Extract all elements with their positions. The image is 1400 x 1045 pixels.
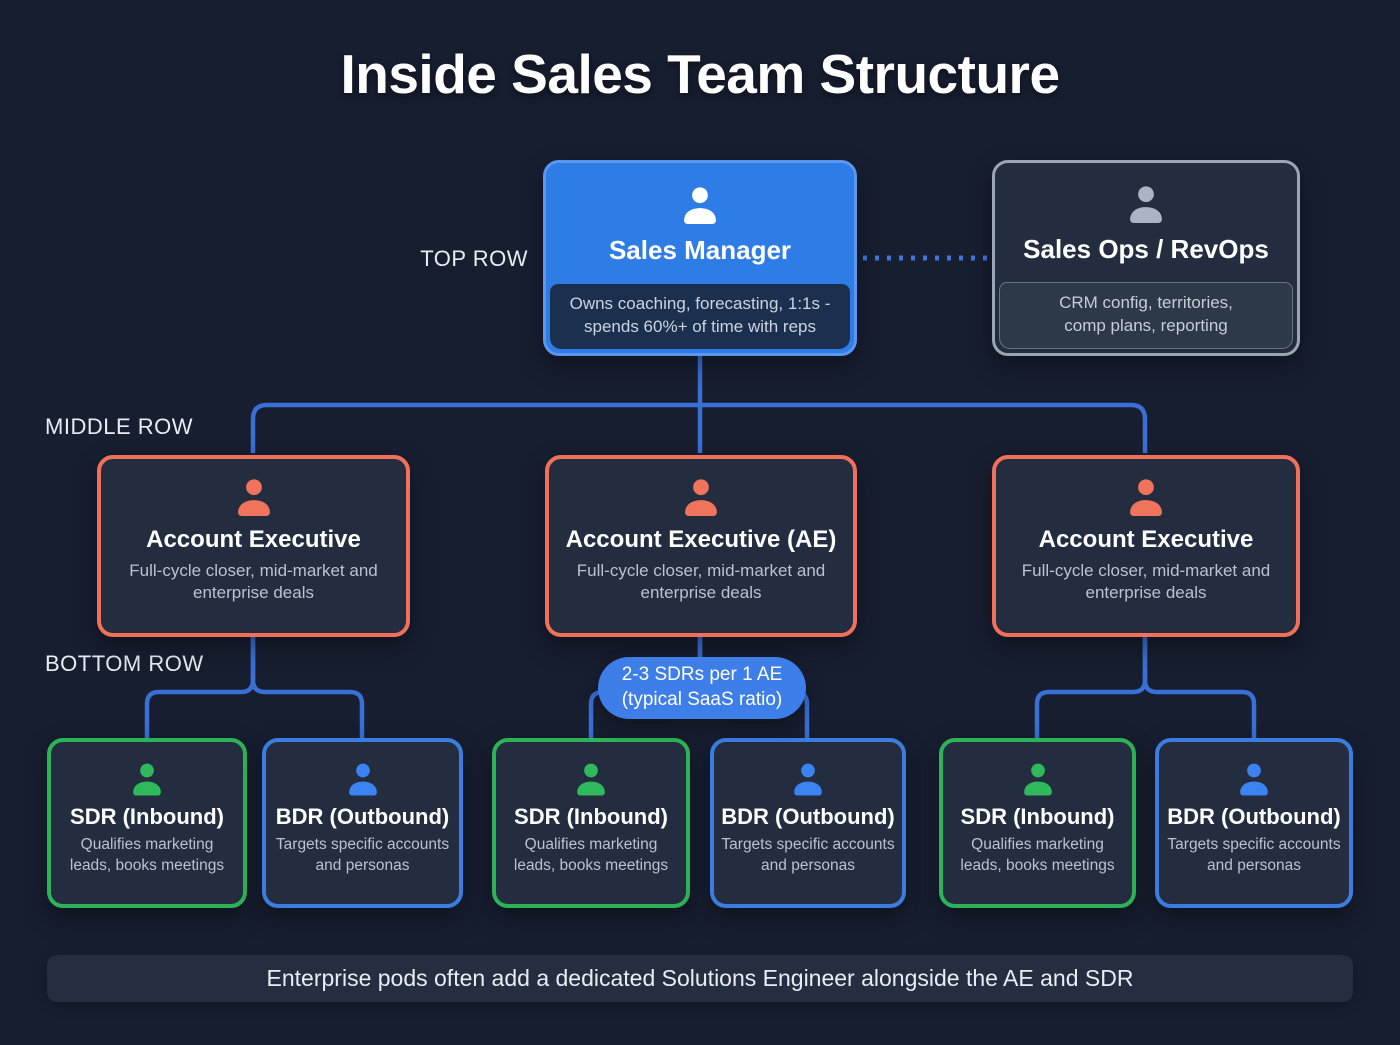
node-title: Account Executive [146,526,361,553]
node-sales-ops: Sales Ops / RevOps CRM config, territori… [992,160,1300,356]
node-title: BDR (Outbound) [1167,804,1341,829]
node-subtitle: Qualifies marketing leads, books meeting… [513,836,669,874]
node-account-executive-right: Account Executive Full-cycle closer, mid… [992,455,1300,637]
node-detail: Owns coaching, forecasting, 1:1s - spend… [550,284,850,349]
node-bdr-outbound-1: BDR (Outbound) Targets specific accounts… [262,738,463,908]
node-title: SDR (Inbound) [514,804,668,829]
footer-note: Enterprise pods often add a dedicated So… [47,955,1353,1002]
node-title: BDR (Outbound) [275,804,450,829]
connector-middle-bus [250,402,1148,453]
person-icon [677,182,723,228]
node-title: Sales Manager [608,234,792,265]
row-label-bottom: BOTTOM ROW [45,651,204,676]
person-icon [231,474,277,520]
person-icon [1018,759,1058,799]
node-account-executive-center: Account Executive (AE) Full-cycle closer… [545,455,857,637]
node-title: SDR (Inbound) [70,804,224,829]
person-icon [1123,474,1169,520]
node-subtitle: Qualifies marketing leads, books meeting… [960,836,1115,874]
person-icon [343,759,383,799]
node-bdr-outbound-2: BDR (Outbound) Targets specific accounts… [710,738,906,908]
node-title: Account Executive [1038,526,1254,553]
person-icon [678,474,724,520]
node-bdr-outbound-3: BDR (Outbound) Targets specific accounts… [1155,738,1353,908]
node-subtitle: Targets specific accounts and personas [275,836,450,874]
connector-right-sdr [1034,637,1148,740]
person-icon [1234,759,1274,799]
node-subtitle: Full-cycle closer, mid-market and enterp… [576,561,826,603]
connector-left-bdr [250,637,365,740]
connector-right-bdr [1142,637,1257,740]
node-title: Sales Ops / RevOps [1023,233,1269,264]
node-subtitle: Qualifies marketing leads, books meeting… [69,836,225,874]
node-title: BDR (Outbound) [721,804,895,829]
ratio-badge: 2-3 SDRs per 1 AE (typical SaaS ratio) [598,657,806,719]
node-subtitle: Full-cycle closer, mid-market and enterp… [129,561,378,603]
page-title: Inside Sales Team Structure [340,43,1060,105]
person-icon [1123,181,1169,227]
person-icon [788,759,828,799]
person-icon [127,759,167,799]
node-sdr-inbound-3: SDR (Inbound) Qualifies marketing leads,… [939,738,1136,908]
node-title: Account Executive (AE) [565,526,837,553]
row-label-top: TOP ROW [420,246,528,271]
node-detail: CRM config, territories, comp plans, rep… [999,282,1293,349]
node-title: SDR (Inbound) [960,804,1115,829]
row-label-middle: MIDDLE ROW [45,414,193,439]
node-sdr-inbound-2: SDR (Inbound) Qualifies marketing leads,… [492,738,690,908]
node-subtitle: Targets specific accounts and personas [721,836,895,874]
node-sdr-inbound-1: SDR (Inbound) Qualifies marketing leads,… [47,738,247,908]
node-subtitle: Targets specific accounts and personas [1167,836,1341,874]
person-icon [571,759,611,799]
node-sales-manager: Sales Manager Owns coaching, forecasting… [543,160,857,356]
node-subtitle: Full-cycle closer, mid-market and enterp… [1021,561,1271,603]
node-account-executive-left: Account Executive Full-cycle closer, mid… [97,455,410,637]
